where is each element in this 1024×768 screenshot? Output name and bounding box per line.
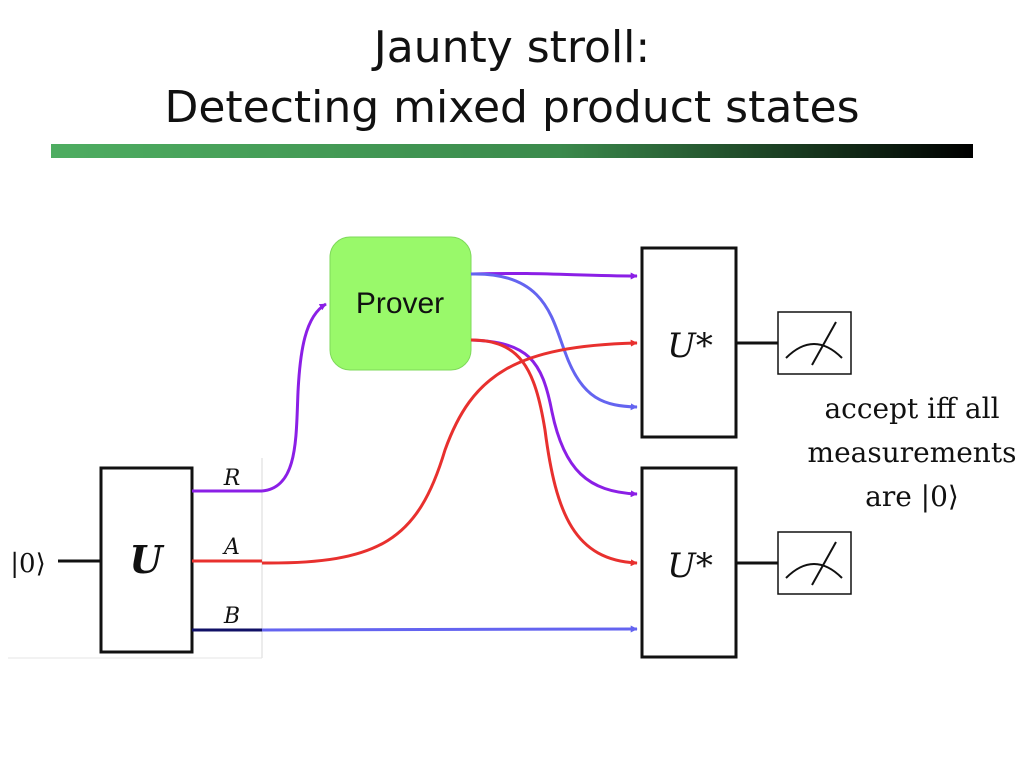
- conjugate-unitary-label-top: U*: [667, 326, 713, 366]
- arrow-a-to-top-box: [261, 339, 638, 565]
- title-underline-rule: [51, 144, 973, 158]
- measurement-meter-icon: [777, 531, 852, 595]
- arrow-prover-to-top-box-blue: [470, 272, 638, 411]
- conjugate-unitary-label-bottom: U*: [667, 546, 713, 586]
- accept-text-line-2: measurements: [808, 436, 1017, 469]
- slide-title: Jaunty stroll: Detecting mixed product s…: [0, 18, 1024, 138]
- register-a-label: A: [222, 535, 240, 560]
- arrow-r-to-prover: [261, 302, 327, 493]
- unitary-u-box: [99, 466, 194, 654]
- arrow-prover-to-bottom-box-red: [470, 338, 638, 567]
- unitary-u-label: U: [129, 537, 165, 582]
- slide-title-line-1: Jaunty stroll:: [373, 22, 651, 73]
- input-state-ket: |0⟩: [10, 549, 45, 579]
- slide-title-line-2: Detecting mixed product states: [164, 82, 860, 133]
- prover-label: Prover: [356, 287, 444, 320]
- arrow-prover-to-top-box-purple: [470, 271, 638, 280]
- accept-text-line-3: are |0⟩: [865, 480, 959, 513]
- register-r-label: R: [223, 466, 241, 491]
- prover-box: [329, 236, 472, 371]
- accept-text-line-1: accept iff all: [824, 392, 999, 425]
- register-b-label: B: [223, 604, 240, 629]
- measurement-meter-icon: [777, 311, 852, 375]
- arrow-b-to-bottom-box: [261, 625, 638, 633]
- arrow-prover-to-bottom-box-purple: [470, 338, 638, 498]
